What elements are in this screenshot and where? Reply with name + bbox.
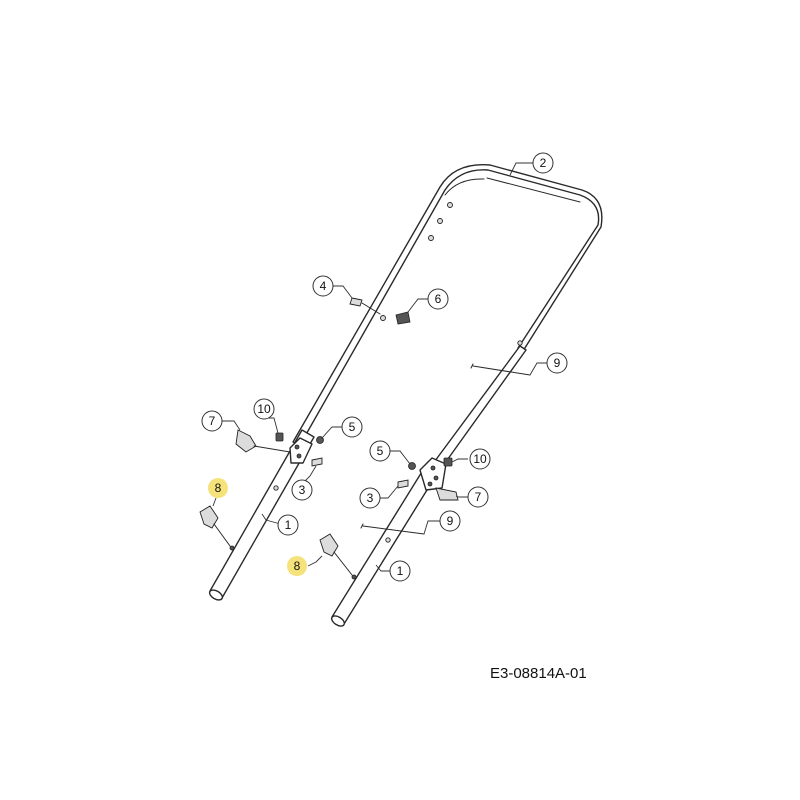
- callout-8-right: 8: [287, 556, 307, 576]
- callout-5-left: 5: [341, 416, 363, 438]
- right-hinge-bracket: [419, 457, 447, 491]
- nut-5-left: [316, 436, 324, 444]
- callout-4-label: 4: [320, 279, 327, 293]
- callout-6-label: 6: [435, 292, 442, 306]
- callout-8-right-label: 8: [294, 559, 301, 573]
- callout-9-upper-label: 9: [554, 356, 561, 370]
- callout-1-right-label: 1: [397, 564, 404, 578]
- drawing-code: E3-08814A-01: [490, 665, 587, 682]
- callout-10-left: 10: [253, 398, 275, 420]
- callout-2-label: 2: [540, 156, 547, 170]
- callout-5-left-label: 5: [349, 420, 356, 434]
- callout-6: 6: [427, 288, 449, 310]
- upper-handle: [292, 163, 603, 446]
- callout-1-left: 1: [277, 514, 299, 536]
- lever-left: [199, 505, 235, 551]
- callout-9-lower: 9: [439, 510, 461, 532]
- knob-right: [435, 487, 459, 501]
- callout-2: 2: [532, 152, 554, 174]
- callout-4: 4: [312, 275, 334, 297]
- callout-1-left-label: 1: [285, 518, 292, 532]
- callout-9-lower-label: 9: [447, 514, 454, 528]
- cable-guide-upper: [470, 363, 531, 376]
- left-hinge-bracket: [289, 437, 313, 464]
- nut-5-right: [408, 462, 416, 470]
- callout-10-right: 10: [469, 448, 491, 470]
- callout-9-upper: 9: [546, 352, 568, 374]
- cable-clip-6: [380, 311, 411, 325]
- bolt-3-right: [397, 479, 409, 489]
- callout-3-right: 3: [359, 487, 381, 509]
- callout-7-right-label: 7: [475, 490, 482, 504]
- cable-guide-lower: [360, 523, 425, 535]
- callout-10-left-label: 10: [257, 402, 271, 416]
- bolt-10-left: [275, 432, 284, 442]
- callout-5-right-label: 5: [377, 444, 384, 458]
- callout-7-left-label: 7: [209, 414, 216, 428]
- callout-5-right: 5: [369, 440, 391, 462]
- leader-lines: [212, 162, 547, 572]
- bolt-3-left: [311, 457, 323, 467]
- knob-left: [235, 429, 291, 453]
- callout-3-left: 3: [291, 479, 313, 501]
- callout-10-right-label: 10: [473, 452, 487, 466]
- callout-1-right: 1: [389, 560, 411, 582]
- callout-3-right-label: 3: [367, 491, 374, 505]
- callout-7-left: 7: [201, 410, 223, 432]
- callout-7-right: 7: [467, 486, 489, 508]
- bolt-10-right: [443, 457, 453, 467]
- cable-clip-4: [349, 297, 381, 315]
- callout-8-left-label: 8: [215, 481, 222, 495]
- lower-tube-right: [330, 461, 441, 627]
- lever-right: [319, 533, 357, 580]
- callout-8-left: 8: [208, 478, 228, 498]
- callout-3-left-label: 3: [299, 483, 306, 497]
